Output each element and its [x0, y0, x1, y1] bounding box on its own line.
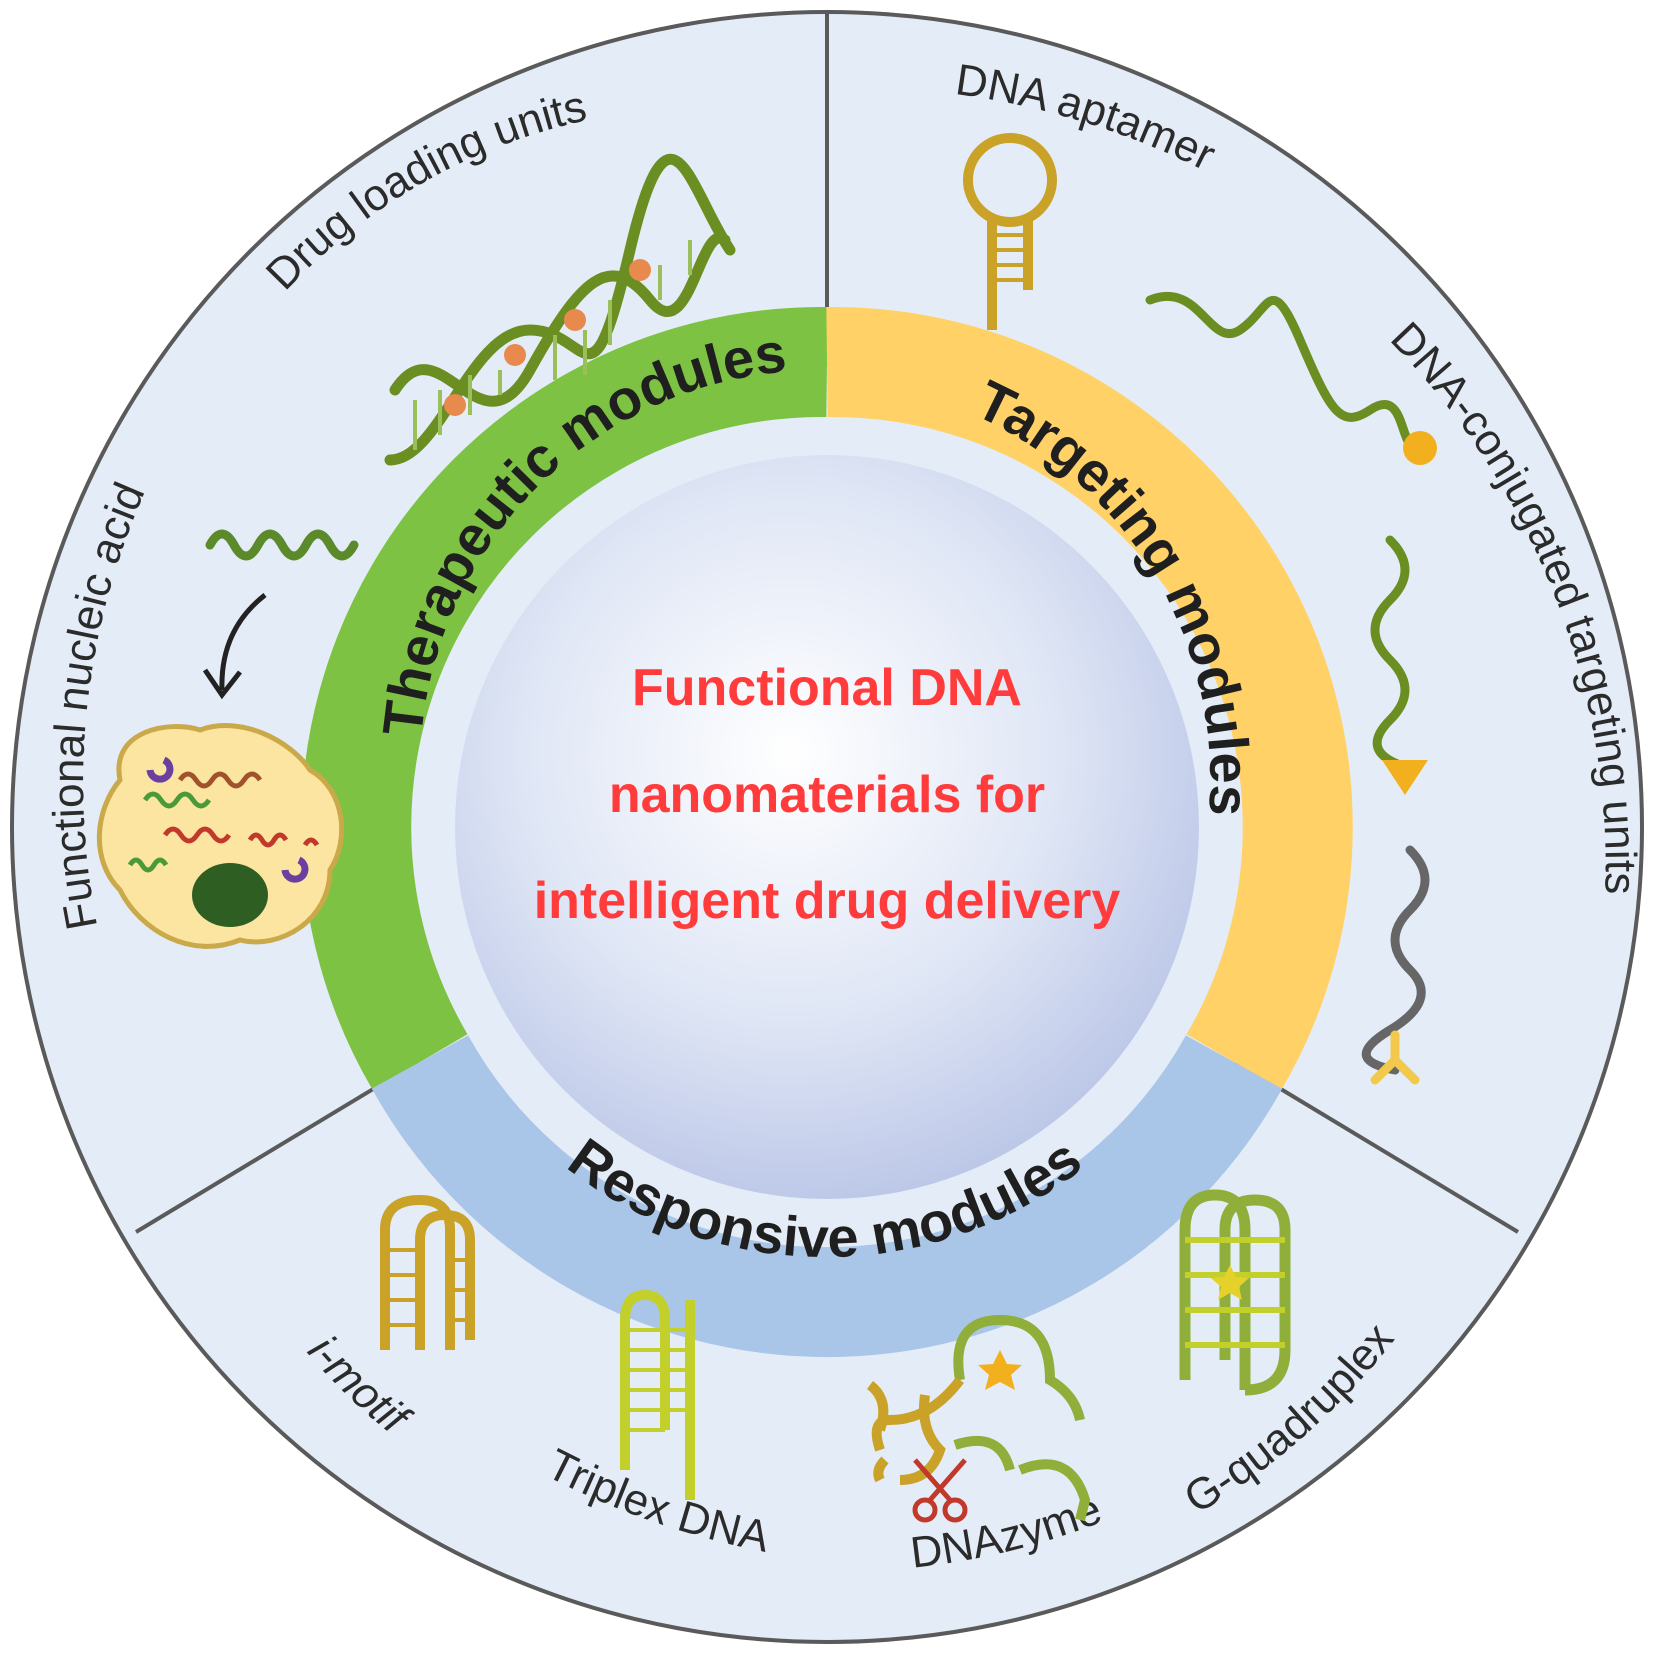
dna-aptamer-hairpin-icon: [963, 133, 1057, 330]
divider-left: [134, 1060, 420, 1234]
nucleus-icon: [192, 863, 268, 927]
center-sphere: [455, 455, 1199, 1199]
ring-responsive-segment: [371, 1035, 1283, 1358]
i-motif-icon: [380, 1194, 475, 1350]
ring-therapeutic-segment: [301, 306, 828, 1090]
strand-ball-conjugate-icon: [1145, 292, 1437, 465]
ring-targeting-segment: [826, 306, 1353, 1090]
divider-right: [1234, 1060, 1520, 1234]
drug-loading-helix-icon: [384, 154, 736, 466]
strand-antibody-conjugate-icon: [1361, 845, 1430, 1085]
center-title-line-1: Functional DNA: [632, 659, 1022, 717]
functional-nucleic-acid-strand-icon: [205, 529, 359, 561]
g-quadruplex-icon: [1179, 1189, 1291, 1396]
center-title-line-2: nanomaterials for: [609, 766, 1045, 824]
scissors-icon: [912, 1458, 968, 1523]
dnazyme-icon: [866, 1314, 1091, 1523]
curved-arrow-icon: [202, 593, 267, 700]
strand-triangle-conjugate-icon: [1370, 535, 1428, 795]
center-title-line-3: intelligent drug delivery: [534, 872, 1121, 930]
triplex-dna-icon: [620, 1289, 695, 1500]
cell-icon: [96, 723, 345, 949]
